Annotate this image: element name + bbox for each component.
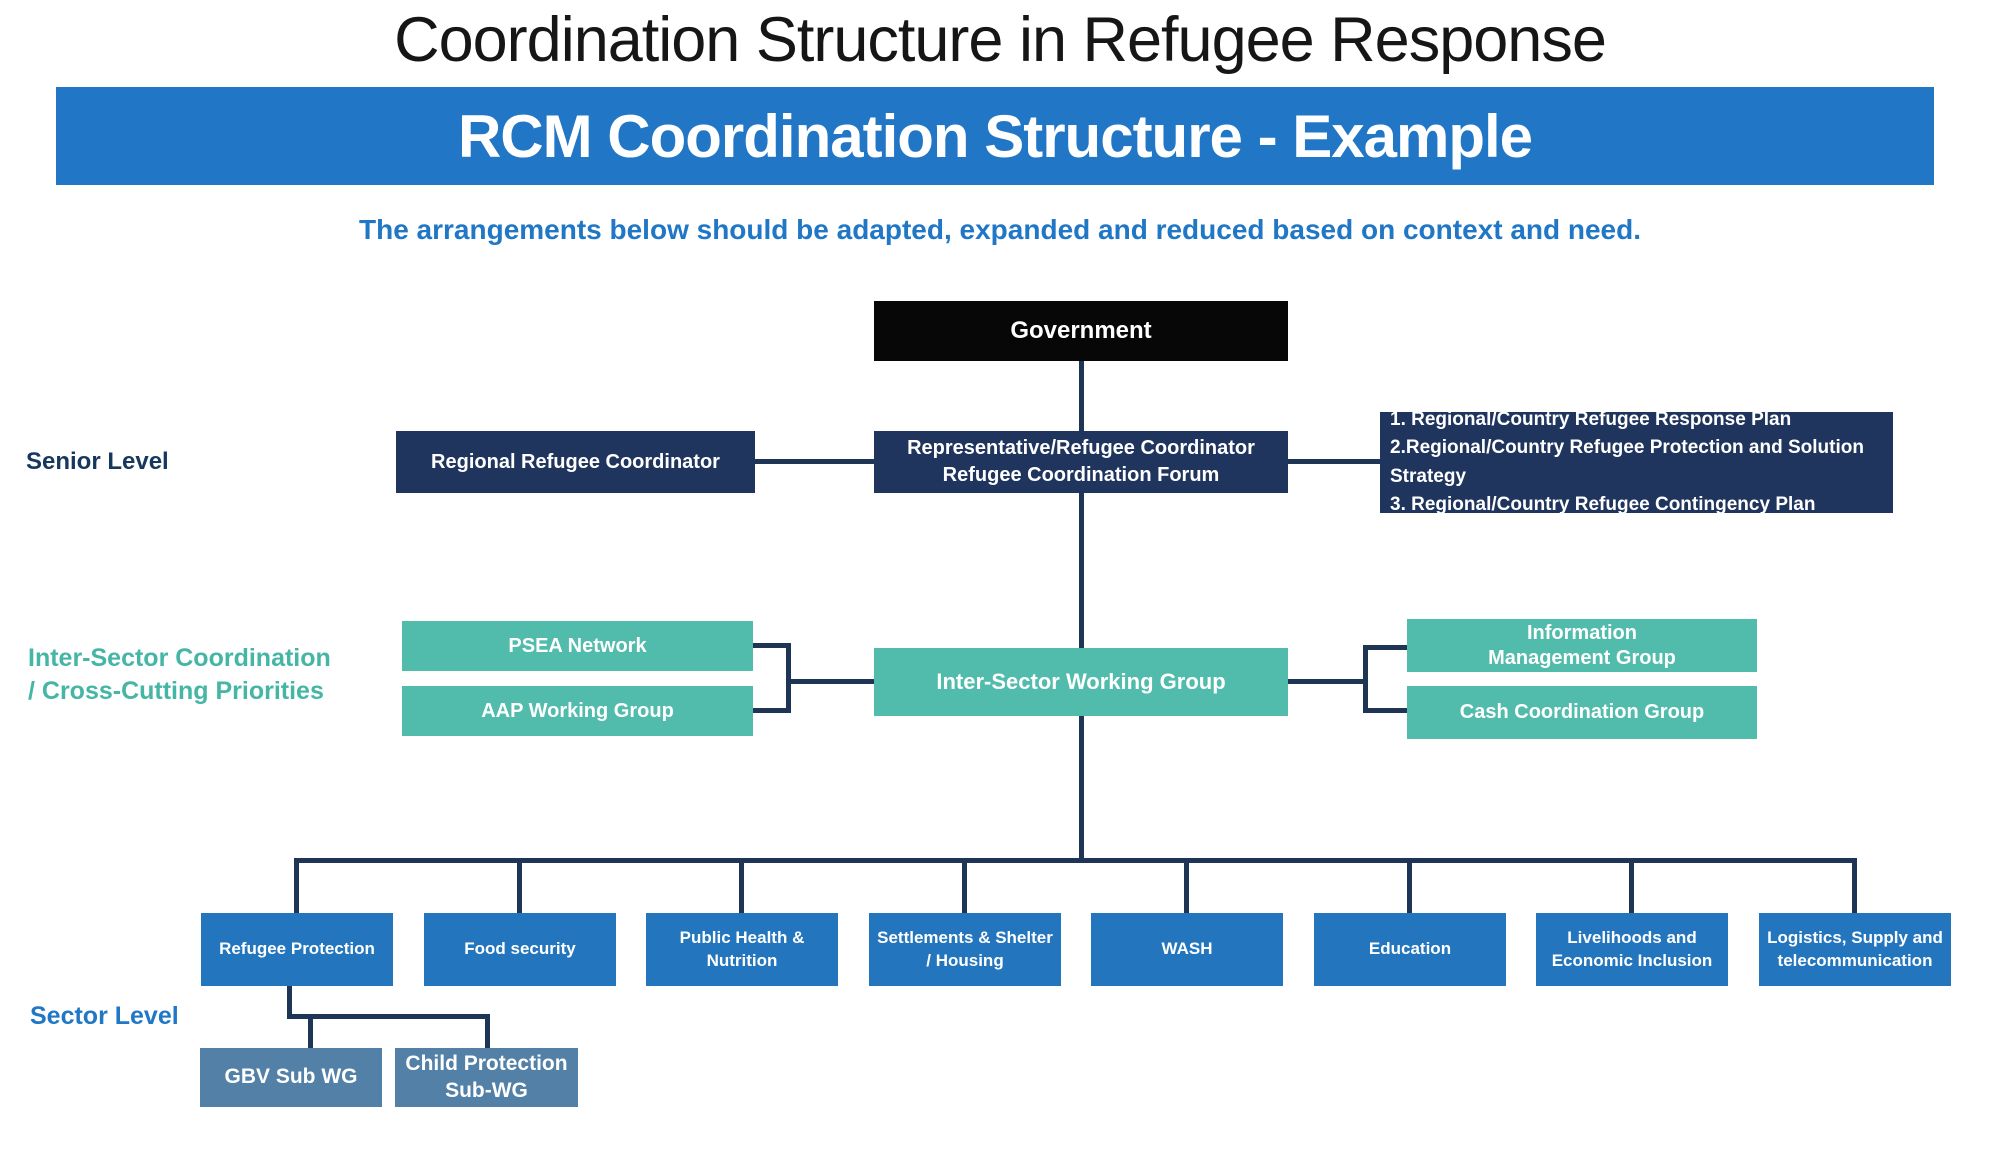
box-sector-logistics-supply-telecom: Logistics, Supply and telecommunication: [1759, 913, 1951, 986]
connector-drop-refugee-protection: [294, 858, 299, 913]
connector-drop-settlements: [962, 858, 967, 913]
connector-drop-education: [1407, 858, 1412, 913]
box-sector-food-security: Food security: [424, 913, 616, 986]
connector-drop-public-health: [739, 858, 744, 913]
connector-psea-stub: [753, 643, 791, 648]
connector-iswg-to-right-bracket: [1288, 679, 1368, 684]
box-government: Government: [874, 301, 1288, 361]
connector-drop-logistics: [1852, 858, 1857, 913]
box-gbv-sub-wg: GBV Sub WG: [200, 1048, 382, 1107]
connector-right-bracket: [1363, 645, 1368, 713]
box-sector-public-health-nutrition: Public Health & Nutrition: [646, 913, 838, 986]
banner-title: RCM Coordination Structure - Example: [457, 102, 1533, 170]
box-psea-network: PSEA Network: [402, 621, 753, 671]
box-regional-refugee-coordinator: Regional Refugee Coordinator: [396, 431, 755, 493]
box-strategic-plans: 1. Regional/Country Refugee Response Pla…: [1380, 409, 1893, 515]
connector-left-bracket: [786, 643, 791, 713]
connector-sector-distribution: [295, 858, 1857, 863]
banner: RCM Coordination Structure - Example: [56, 87, 1934, 185]
connector-refugee-protection-down: [287, 986, 292, 1018]
plan-item-1: 1. Regional/Country Refugee Response Pla…: [1390, 408, 1792, 430]
box-sector-refugee-protection: Refugee Protection: [201, 913, 393, 986]
connector-subwg-horizontal: [287, 1014, 490, 1019]
box-sector-livelihoods-economic-inclusion: Livelihoods and Economic Inclusion: [1536, 913, 1728, 986]
label-inter-sector-level: Inter-Sector Coordination / Cross-Cuttin…: [28, 644, 331, 705]
box-sector-education: Education: [1314, 913, 1506, 986]
box-child-protection-sub-wg: Child Protection Sub-WG: [395, 1048, 578, 1107]
connector-drop-food-security: [517, 858, 522, 913]
box-sector-wash: WASH: [1091, 913, 1283, 986]
box-sector-settlements-shelter-housing: Settlements & Shelter / Housing: [869, 913, 1061, 986]
connector-aap-stub: [753, 708, 791, 713]
connector-drop-wash: [1184, 858, 1189, 913]
box-cash-coordination-group: Cash Coordination Group: [1407, 686, 1757, 739]
subtitle-note: The arrangements below should be adapted…: [358, 214, 1642, 245]
box-inter-sector-working-group: Inter-Sector Working Group: [874, 648, 1288, 716]
box-information-management-group: Information Management Group: [1407, 619, 1757, 672]
connector-representative-to-iswg: [1079, 493, 1084, 648]
connector-regional-to-representative: [755, 459, 874, 464]
label-sector-level: Sector Level: [30, 1002, 179, 1030]
connector-iswg-to-sectors: [1079, 716, 1084, 863]
connector-drop-livelihoods: [1629, 858, 1634, 913]
label-senior-level: Senior Level: [26, 448, 169, 475]
connector-drop-gbv: [308, 1014, 313, 1048]
connector-representative-to-plans: [1288, 459, 1380, 464]
box-representative-coordination-forum: Representative/Refugee Coordinator Refug…: [874, 431, 1288, 493]
connector-cash-stub: [1368, 708, 1407, 713]
connector-drop-child-protection: [485, 1014, 490, 1048]
connector-left-bracket-to-iswg: [791, 679, 874, 684]
connector-gov-to-representative: [1079, 361, 1084, 431]
plan-item-3: 3. Regional/Country Refugee Contingency …: [1390, 494, 1816, 515]
connector-img-stub: [1368, 645, 1407, 650]
plan-item-2: 2.Regional/Country Refugee Protection an…: [1390, 437, 1864, 487]
page-title: Coordination Structure in Refugee Respon…: [394, 5, 1607, 75]
box-aap-working-group: AAP Working Group: [402, 686, 753, 736]
